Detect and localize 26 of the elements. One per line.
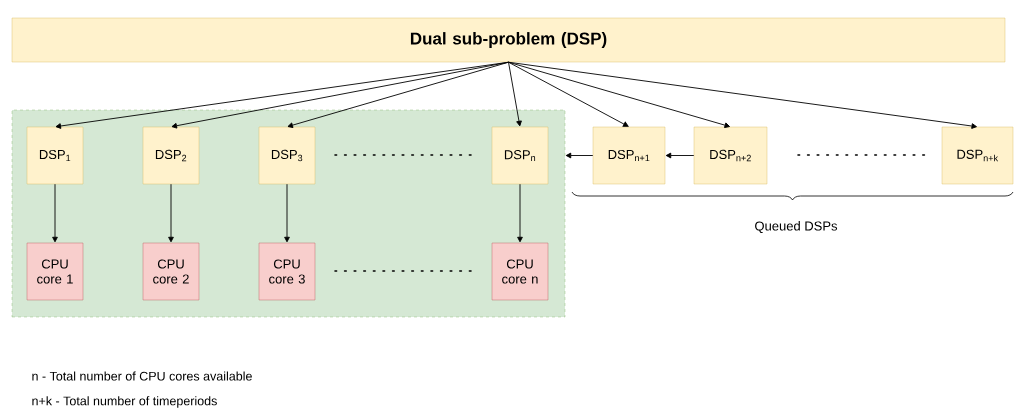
- process-box: DSP$_{n+k}$: [941, 126, 1014, 185]
- process-box: DSP$_{n+2}$: [693, 126, 768, 185]
- note: n - Total number of CPU cores available: [32, 371, 252, 381]
- title-box: Dual sub-problem (DSP): [11, 17, 1006, 63]
- core-box: CPU core n: [491, 242, 549, 301]
- note: n+k - Total number of timeperiods: [32, 396, 217, 408]
- process-box: DSP$_{1}$: [26, 126, 84, 185]
- core-box: CPU core 2: [142, 242, 200, 301]
- process-box: DSP$_{2}$: [142, 126, 200, 185]
- process-box: DSP$_{3}$: [258, 126, 316, 185]
- core-box: CPU core 3: [258, 242, 316, 301]
- arrow: [508, 61, 977, 129]
- brace-label: Queued DSPs: [755, 221, 838, 233]
- arrow: [565, 152, 594, 159]
- arrow: [508, 61, 522, 127]
- process-box: DSP$_{n}$: [491, 126, 549, 185]
- arrow: [168, 183, 174, 243]
- core-box: CPU core 1: [26, 242, 84, 301]
- process-box: DSP$_{n+1}$: [592, 126, 666, 185]
- arrow: [508, 61, 629, 127]
- arrow: [665, 152, 695, 159]
- arrow: [508, 61, 730, 128]
- arrow: [517, 183, 523, 243]
- arrow: [284, 183, 290, 243]
- arrow: [52, 183, 58, 243]
- arrow: [287, 61, 509, 128]
